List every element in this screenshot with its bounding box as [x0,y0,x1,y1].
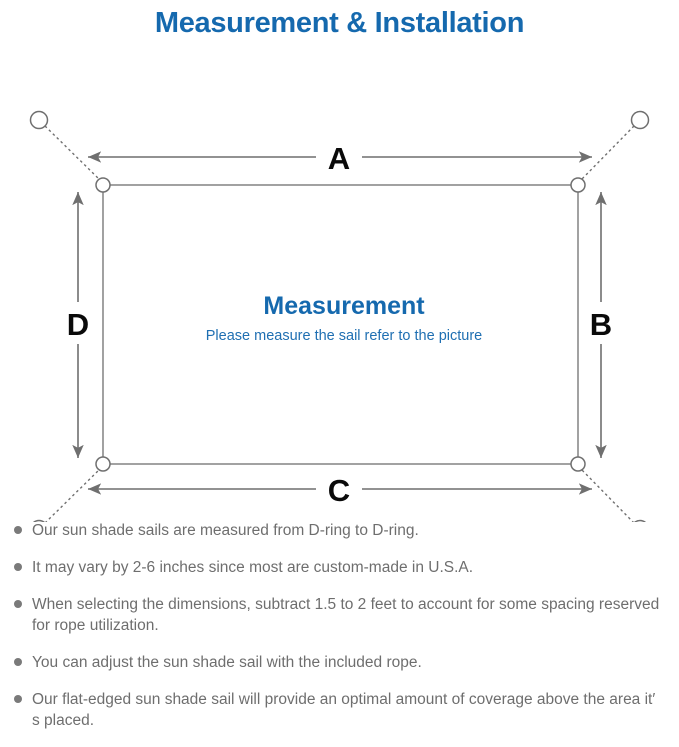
d-rings-group [95,177,586,472]
anchor-point-top-right [630,110,650,130]
list-item: You can adjust the sun shade sail with t… [0,652,679,673]
anchor-point-bottom-left [32,519,46,522]
rope-line-bottom-right [580,468,634,522]
anchor-point-top-left [29,110,49,130]
rope-lines-group [44,125,635,522]
anchor-points-group [29,110,650,522]
diagram-container: A C D B Measurement Please measure the s… [0,44,679,522]
d-ring-top-left [95,177,111,193]
rope-line-top-right [580,125,635,181]
list-item: When selecting the dimensions, subtract … [0,594,679,636]
sun-shade-sail-measurement-diagram: A C D B Measurement Please measure the s… [29,110,650,522]
sail-center-heading: Measurement [263,292,425,320]
list-item: Our sun shade sails are measured from D-… [0,520,679,541]
rope-line-bottom-left [45,468,101,522]
bullet-icon [14,695,22,703]
rope-line-top-left [44,125,101,181]
note-text: Our sun shade sails are measured from D-… [32,522,419,539]
notes-list: Our sun shade sails are measured from D-… [0,520,679,747]
note-text: You can adjust the sun shade sail with t… [32,654,422,671]
note-text: Our flat-edged sun shade sail will provi… [32,691,656,729]
dimension-label-b: B [590,307,612,342]
anchor-point-bottom-right [633,519,647,522]
dimension-label-a: A [328,141,350,176]
d-ring-bottom-right [570,456,586,472]
list-item: Our flat-edged sun shade sail will provi… [0,689,679,731]
d-ring-bottom-left [95,456,111,472]
dimension-label-d: D [67,307,89,342]
dimension-label-c: C [328,473,350,508]
note-text: When selecting the dimensions, subtract … [32,596,660,634]
d-ring-top-right [570,177,586,193]
list-item: It may vary by 2-6 inches since most are… [0,557,679,578]
bullet-icon [14,526,22,534]
bullet-icon [14,658,22,666]
sail-center-subtitle: Please measure the sail refer to the pic… [206,328,482,344]
bullet-icon [14,563,22,571]
bullet-icon [14,600,22,608]
note-text: It may vary by 2-6 inches since most are… [32,559,474,576]
shade-sail-rect [102,184,579,465]
page-title: Measurement & Installation [154,7,525,39]
